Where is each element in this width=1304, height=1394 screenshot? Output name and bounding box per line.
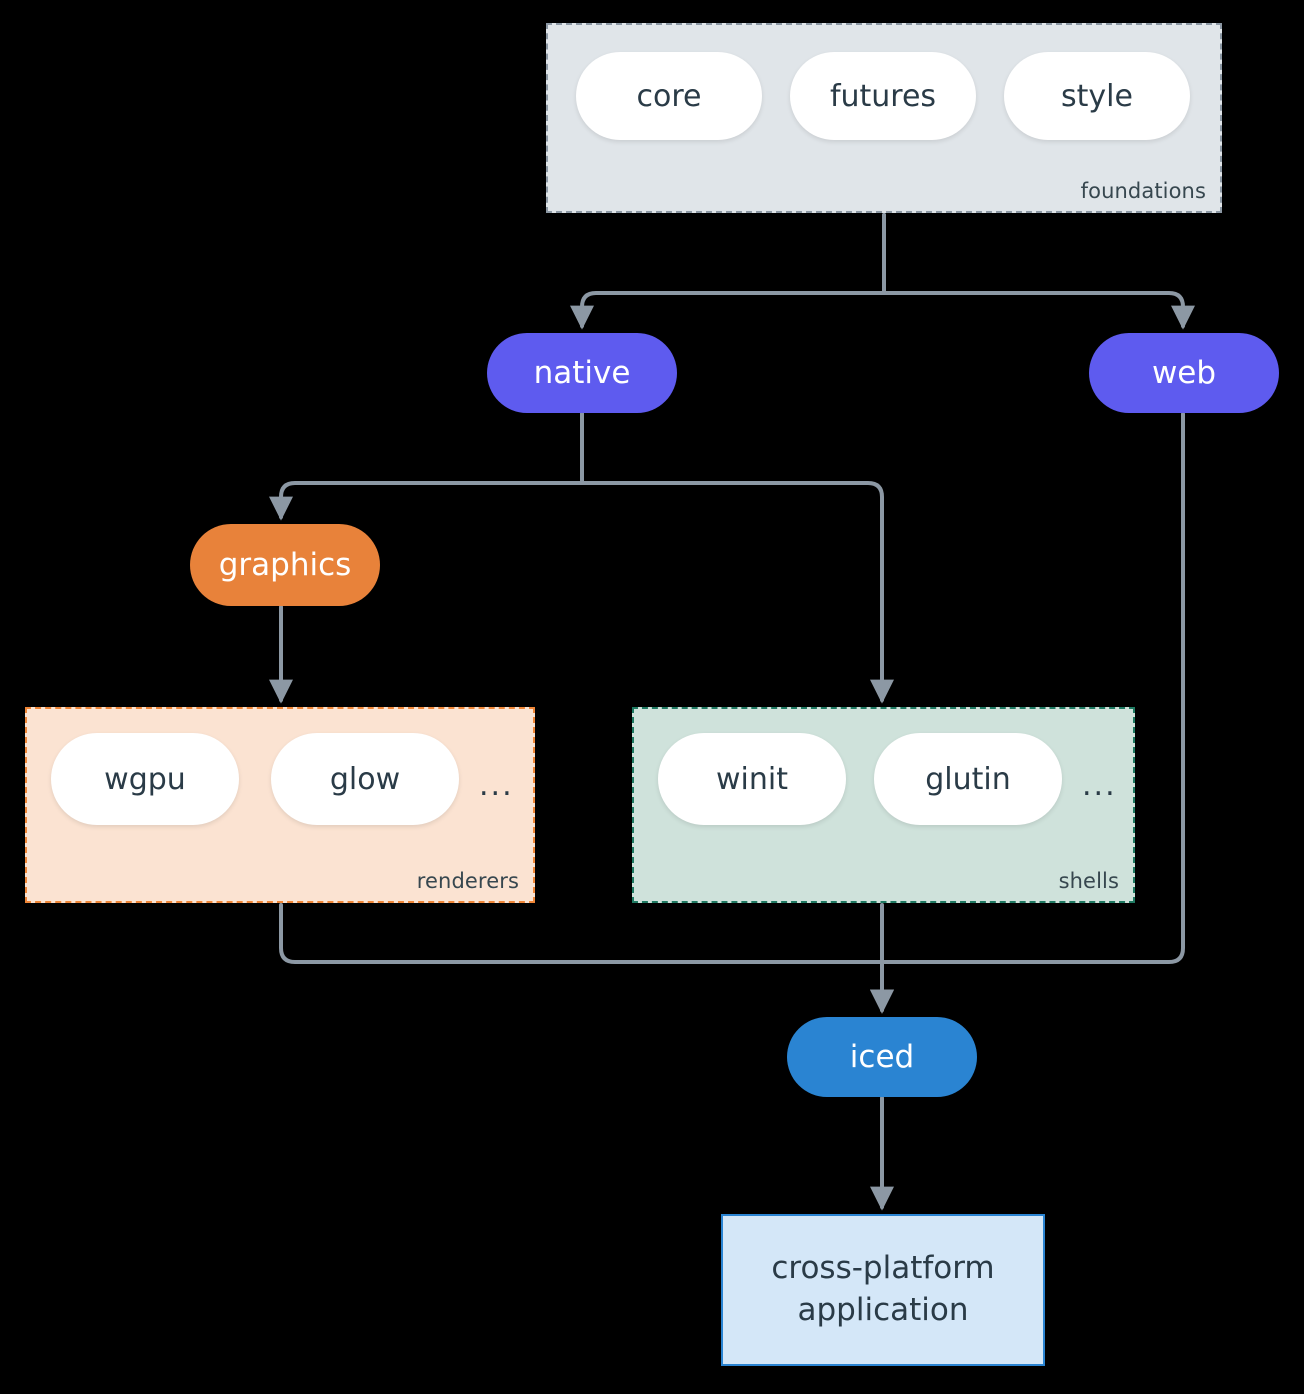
group-renderers: wgpu glow ... renderers — [25, 707, 535, 903]
node-iced[interactable]: iced — [787, 1017, 977, 1097]
node-graphics-label: graphics — [218, 547, 352, 583]
node-native[interactable]: native — [487, 333, 677, 413]
pill-style[interactable]: style — [1004, 52, 1190, 140]
node-web-label: web — [1151, 355, 1217, 391]
edge-native-graphics — [269, 412, 584, 521]
pill-core-label: core — [636, 78, 702, 114]
edge-foundations-native — [570, 213, 886, 330]
node-iced-label: iced — [849, 1039, 915, 1075]
application-label-line2: application — [797, 1292, 969, 1328]
pill-winit[interactable]: winit — [658, 733, 846, 825]
pill-glow[interactable]: glow — [271, 733, 459, 825]
edge-native-shells — [580, 412, 894, 704]
pill-futures[interactable]: futures — [790, 52, 976, 140]
group-foundations: core futures style foundations — [546, 23, 1222, 213]
pill-core[interactable]: core — [576, 52, 762, 140]
group-shells-label: shells — [1058, 869, 1119, 893]
pill-glutin-label: glutin — [925, 761, 1011, 797]
shells-more-ellipsis: ... — [1082, 768, 1117, 803]
edge-foundations-web — [882, 213, 1195, 330]
pill-wgpu[interactable]: wgpu — [51, 733, 239, 825]
application-label-line1: cross-platform — [771, 1250, 995, 1287]
group-renderers-label: renderers — [416, 869, 519, 893]
renderers-more-ellipsis: ... — [479, 768, 514, 803]
pill-glutin[interactable]: glutin — [874, 733, 1062, 825]
group-foundations-label: foundations — [1080, 179, 1206, 203]
pill-style-label: style — [1061, 78, 1133, 114]
node-cross-platform-application[interactable]: cross-platform application — [721, 1214, 1045, 1366]
pill-futures-label: futures — [829, 78, 937, 114]
node-web[interactable]: web — [1089, 333, 1279, 413]
edge-renderers-iced — [279, 903, 894, 1014]
pill-glow-label: glow — [329, 761, 401, 797]
pill-winit-label: winit — [716, 761, 788, 797]
group-shells: winit glutin ... shells — [632, 707, 1135, 903]
pill-wgpu-label: wgpu — [104, 761, 186, 797]
node-graphics[interactable]: graphics — [190, 524, 380, 606]
node-native-label: native — [533, 355, 631, 391]
